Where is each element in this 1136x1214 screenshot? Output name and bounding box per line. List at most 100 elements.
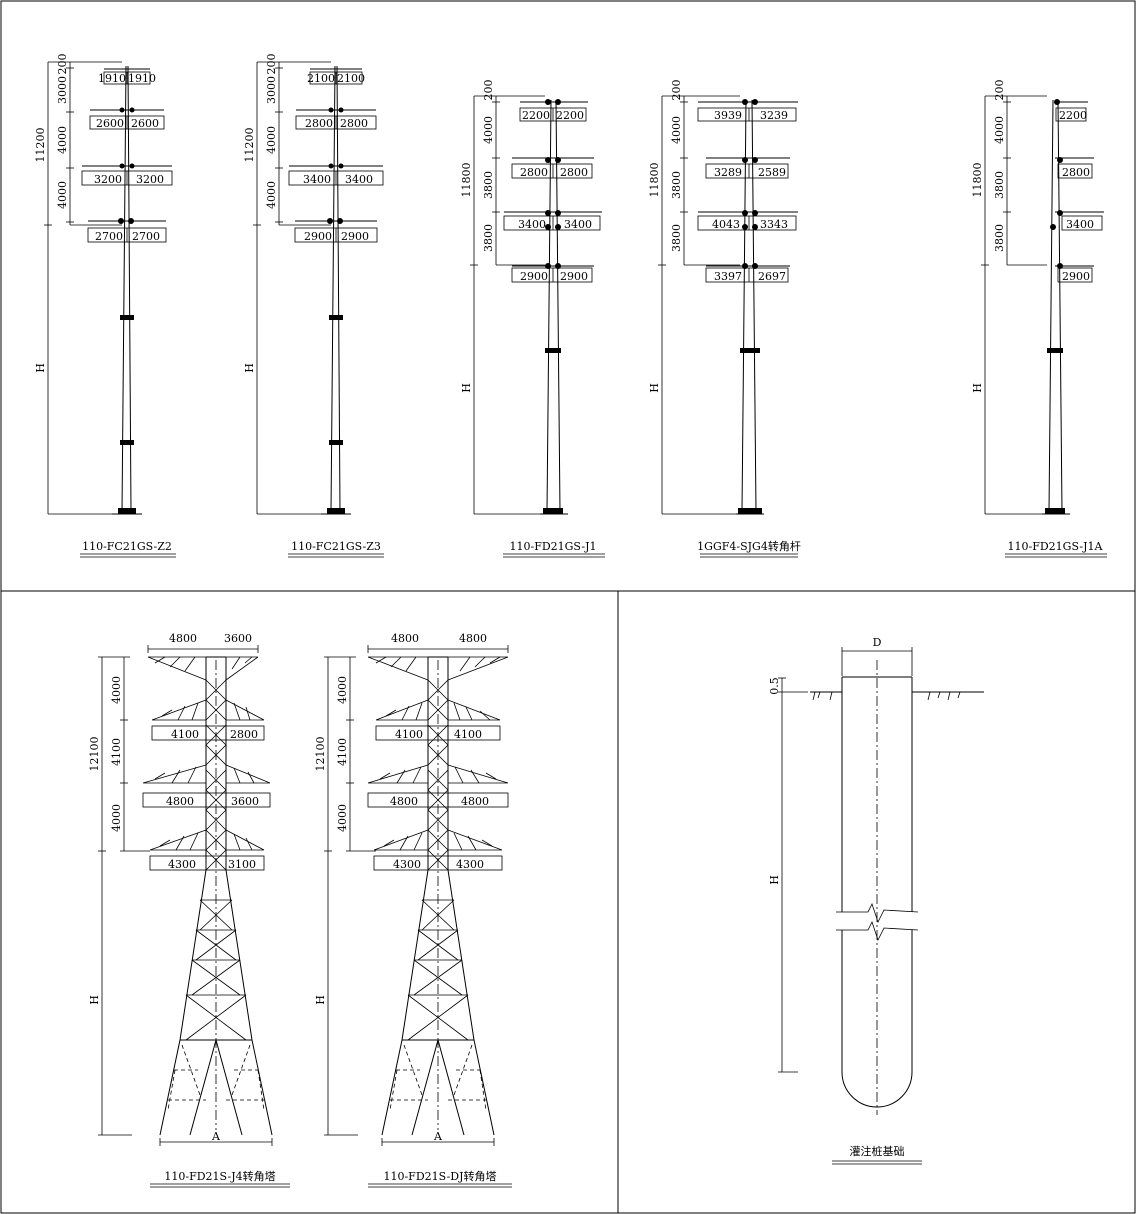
pole-z2-seg-2: 3000 (56, 76, 69, 104)
pole-z3-arm1-right: 2100 (337, 72, 365, 85)
tower-j4-title: 110-FD21S-J4转角塔 (164, 1169, 275, 1183)
pole-z3-total: 11200 (243, 128, 256, 163)
pole-sjg4-seg-4: 3800 (670, 224, 683, 252)
pole-z2-arm2-right: 2600 (131, 117, 159, 130)
tower-dj-arm2-left: 4100 (395, 728, 423, 741)
pole-j1a-arm4-right: 2900 (1062, 270, 1090, 283)
pile-title: 灌注桩基础 (850, 1144, 905, 1158)
pole-z2-arm4-right: 2700 (132, 230, 160, 243)
tower-dj-seg-1: 4000 (336, 676, 349, 704)
pole-sjg4-arm2-right: 2589 (758, 166, 786, 179)
pole-z3-arm3-left: 3400 (303, 173, 331, 186)
pole-z3-title: 110-FC21GS-Z3 (291, 540, 381, 553)
pole-j1-arm4-right: 2900 (560, 270, 588, 283)
pole-j1-total: 11800 (460, 163, 473, 198)
pole-z3-arm2-left: 2800 (305, 117, 333, 130)
pole-j1a-seg-2: 4000 (993, 116, 1006, 144)
pole-z2-seg-3: 4000 (56, 126, 69, 154)
pole-j1-arm1-right: 2200 (556, 109, 584, 122)
tower-j4-arm2-left: 4100 (171, 728, 199, 741)
pole-z3-seg-4: 4000 (265, 181, 278, 209)
pole-sjg4-h: H (648, 383, 661, 393)
pole-sjg4-arm4-left: 3397 (714, 270, 742, 283)
tower-dj-h: H (314, 995, 327, 1005)
pole-j1-arm4-left: 2900 (520, 270, 548, 283)
pole-sjg4-arm3-left: 4043 (712, 218, 740, 231)
pole-z3-arm2-right: 2800 (340, 117, 368, 130)
pole-z3-seg-1: 200 (265, 54, 278, 75)
pole-z3-arm1-left: 2100 (307, 72, 335, 85)
pole-z2-arm1-left: 1910 (98, 72, 126, 85)
tower-dj-seg-2: 4100 (336, 738, 349, 766)
pole-j1a-seg-4: 3800 (993, 224, 1006, 252)
tower-j4-arm4-right: 3100 (228, 858, 256, 871)
pole-j1a-total: 11800 (971, 163, 984, 198)
pole-j1-h: H (460, 383, 473, 393)
tower-dj-title: 110-FD21S-DJ转角塔 (383, 1169, 496, 1183)
pole-z3-seg-2: 3000 (265, 76, 278, 104)
pole-j1-arm3-right: 3400 (564, 218, 592, 231)
pole-j1-arm2-right: 2800 (560, 166, 588, 179)
pole-j1a-arm2-right: 2800 (1062, 166, 1090, 179)
pole-sjg4-seg-3: 3800 (670, 171, 683, 199)
tower-j4-seg-3: 4000 (110, 804, 123, 832)
pole-z2-seg-1: 200 (56, 54, 69, 75)
pile-foundation: D 0.5 H 灌注桩基础 (768, 636, 984, 1165)
pole-z3-arm4-right: 2900 (341, 230, 369, 243)
tower-j4-base: A (211, 1130, 221, 1143)
pole-sjg4-arm3-right: 3343 (760, 218, 788, 231)
pole-sjg4-title: 1GGF4-SJG4转角杆 (697, 539, 801, 553)
tower-dj-arm4-left: 4300 (393, 858, 421, 871)
tower-dj-arm1-left: 4800 (391, 632, 419, 645)
pole-z2-h: H (34, 363, 47, 373)
pole-j1-arm1-left: 2200 (522, 109, 550, 122)
tower-j4-total: 12100 (88, 737, 101, 772)
tower-dj-arm3-left: 4800 (390, 795, 418, 808)
pole-sjg4: 200 4000 3800 3800 11800 H 3939 3239 328… (648, 80, 801, 558)
pole-z3: 200 3000 4000 4000 11200 H 2100 2100 280… (243, 54, 384, 558)
pole-z2-arm3-right: 3200 (136, 173, 164, 186)
pole-j1a-seg-3: 3800 (993, 171, 1006, 199)
pile-h: H (768, 875, 781, 885)
tower-dj-total: 12100 (314, 737, 327, 772)
pole-sjg4-seg-1: 200 (670, 80, 683, 101)
tower-j4-arm1-right: 3600 (224, 632, 252, 645)
tower-j4-arm3-right: 3600 (231, 795, 259, 808)
tower-dj-arm3-right: 4800 (461, 795, 489, 808)
tower-dj-arm2-right: 4100 (454, 728, 482, 741)
pole-j1a-title: 110-FD21GS-J1A (1008, 540, 1104, 553)
pole-j1-arm3-left: 3400 (518, 218, 546, 231)
pole-sjg4-seg-2: 4000 (670, 116, 683, 144)
pole-sjg4-arm1-right: 3239 (760, 109, 788, 122)
pole-j1a: 200 4000 3800 3800 11800 H 2200 2800 340… (971, 80, 1107, 558)
tower-dj-base: A (433, 1130, 443, 1143)
tower-j4-seg-2: 4100 (110, 738, 123, 766)
pole-j1a-seg-1: 200 (993, 80, 1006, 101)
pole-j1a-arm3-right: 3400 (1066, 218, 1094, 231)
pole-z2: 200 3000 4000 4000 11200 H 1910 1910 260… (34, 54, 176, 558)
tower-j4-h: H (88, 995, 101, 1005)
tower-j4-arm4-left: 4300 (168, 858, 196, 871)
pole-j1-seg-2: 4000 (482, 116, 495, 144)
pole-z3-arm4-left: 2900 (304, 230, 332, 243)
tower-j4-seg-1: 4000 (110, 676, 123, 704)
pole-j1-seg-4: 3800 (482, 224, 495, 252)
pole-z2-arm1-right: 1910 (128, 72, 156, 85)
pole-z2-seg-4: 4000 (56, 181, 69, 209)
pole-z3-h: H (243, 363, 256, 373)
pole-z2-arm2-left: 2600 (96, 117, 124, 130)
pole-sjg4-arm2-left: 3289 (714, 166, 742, 179)
pole-j1-arm2-left: 2800 (520, 166, 548, 179)
pile-top: 0.5 (768, 677, 781, 695)
pole-j1a-arm1-right: 2200 (1059, 109, 1087, 122)
pole-sjg4-total: 11800 (648, 163, 661, 198)
pole-sjg4-arm1-left: 3939 (714, 109, 742, 122)
pole-z3-seg-3: 4000 (265, 126, 278, 154)
tower-dj-arm1-right: 4800 (459, 632, 487, 645)
tower-dj-seg-3: 4000 (336, 804, 349, 832)
pole-j1-seg-1: 200 (482, 80, 495, 101)
tower-j4: 4000 4100 4000 12100 H A 4800 3600 410 (88, 632, 290, 1188)
